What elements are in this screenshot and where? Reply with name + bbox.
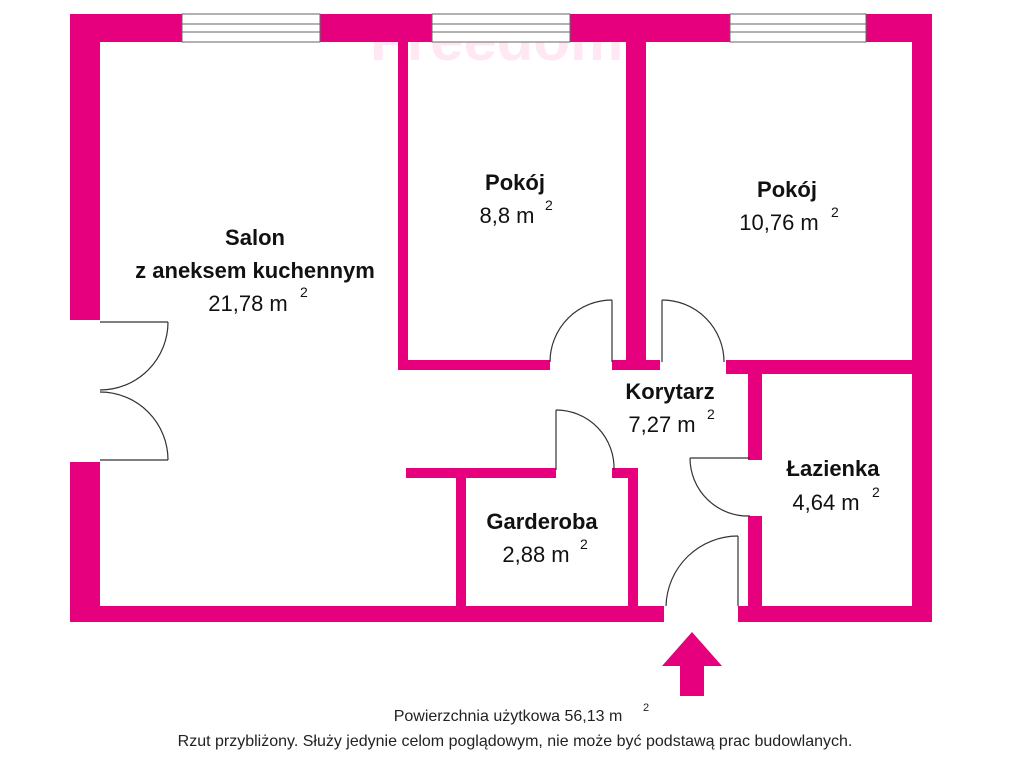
wall-garderoba-right — [628, 468, 638, 614]
disclaimer-text: Rzut przybliżony. Służy jedynie celom po… — [178, 733, 853, 750]
wall-room1-left — [398, 40, 408, 370]
room-area: 7,27 m — [628, 412, 695, 437]
area-unit-sup: 2 — [545, 197, 553, 213]
room-name: Salon — [225, 225, 285, 250]
wall-top-mid2 — [570, 14, 730, 42]
room-area: 4,64 m — [792, 490, 859, 515]
room-pokoj-1: Pokój 8,8 m 2 — [479, 170, 553, 228]
up-arrow-icon — [662, 632, 722, 696]
room-korytarz: Korytarz 7,27 m 2 — [625, 379, 715, 437]
doors — [99, 299, 751, 607]
room-name: Pokój — [757, 177, 817, 202]
total-area-label: Powierzchnia użytkowa 56,13 m — [394, 708, 623, 725]
area-unit-sup: 2 — [872, 484, 880, 500]
wall-room2-bottom-a — [646, 360, 660, 370]
wall-bath-left-upper — [748, 360, 762, 460]
wall-garderoba-top-a — [406, 468, 556, 478]
room-name: Łazienka — [787, 456, 881, 481]
wall-garderoba-top-b — [612, 468, 632, 478]
wall-room1-right — [626, 40, 646, 370]
room-lazienka: Łazienka 4,64 m 2 — [787, 456, 881, 515]
wall-left-upper — [70, 14, 100, 320]
wall-room2-bottom-b — [726, 360, 914, 374]
wall-right — [912, 14, 932, 622]
wall-left-lower — [70, 462, 100, 622]
wall-bath-left-lower — [748, 516, 762, 614]
door-room1 — [549, 299, 613, 363]
door-garderoba — [555, 409, 615, 471]
area-unit-sup: 2 — [707, 406, 715, 422]
area-unit-sup: 2 — [300, 284, 308, 300]
room-name-line2: z aneksem kuchennym — [135, 258, 375, 283]
window-3 — [729, 13, 867, 43]
room-area: 10,76 m — [739, 210, 819, 235]
wall-room1-bottom-a — [398, 360, 550, 370]
door-balcony — [99, 321, 169, 461]
walls — [70, 14, 932, 622]
door-room2 — [661, 299, 725, 363]
room-name: Garderoba — [486, 509, 598, 534]
area-unit-sup: 2 — [831, 204, 839, 220]
window-2 — [431, 13, 571, 43]
door-entrance — [665, 535, 739, 607]
windows — [181, 13, 867, 43]
room-garderoba: Garderoba 2,88 m 2 — [486, 509, 598, 567]
room-area: 8,8 m — [479, 203, 534, 228]
door-bathroom — [689, 457, 751, 517]
room-area: 2,88 m — [502, 542, 569, 567]
wall-room1-bottom-b — [612, 360, 630, 370]
room-salon: Salon z aneksem kuchennym 21,78 m 2 — [135, 225, 375, 316]
area-unit-sup: 2 — [580, 536, 588, 552]
total-area-sup: 2 — [643, 702, 649, 714]
wall-bottom-left — [70, 606, 664, 622]
wall-top-mid1 — [320, 14, 432, 42]
window-1 — [181, 13, 321, 43]
wall-garderoba-left — [456, 468, 466, 614]
room-pokoj-2: Pokój 10,76 m 2 — [739, 177, 839, 235]
room-area: 21,78 m — [208, 291, 288, 316]
wall-bottom-right — [738, 606, 932, 622]
room-name: Korytarz — [625, 379, 714, 404]
room-name: Pokój — [485, 170, 545, 195]
